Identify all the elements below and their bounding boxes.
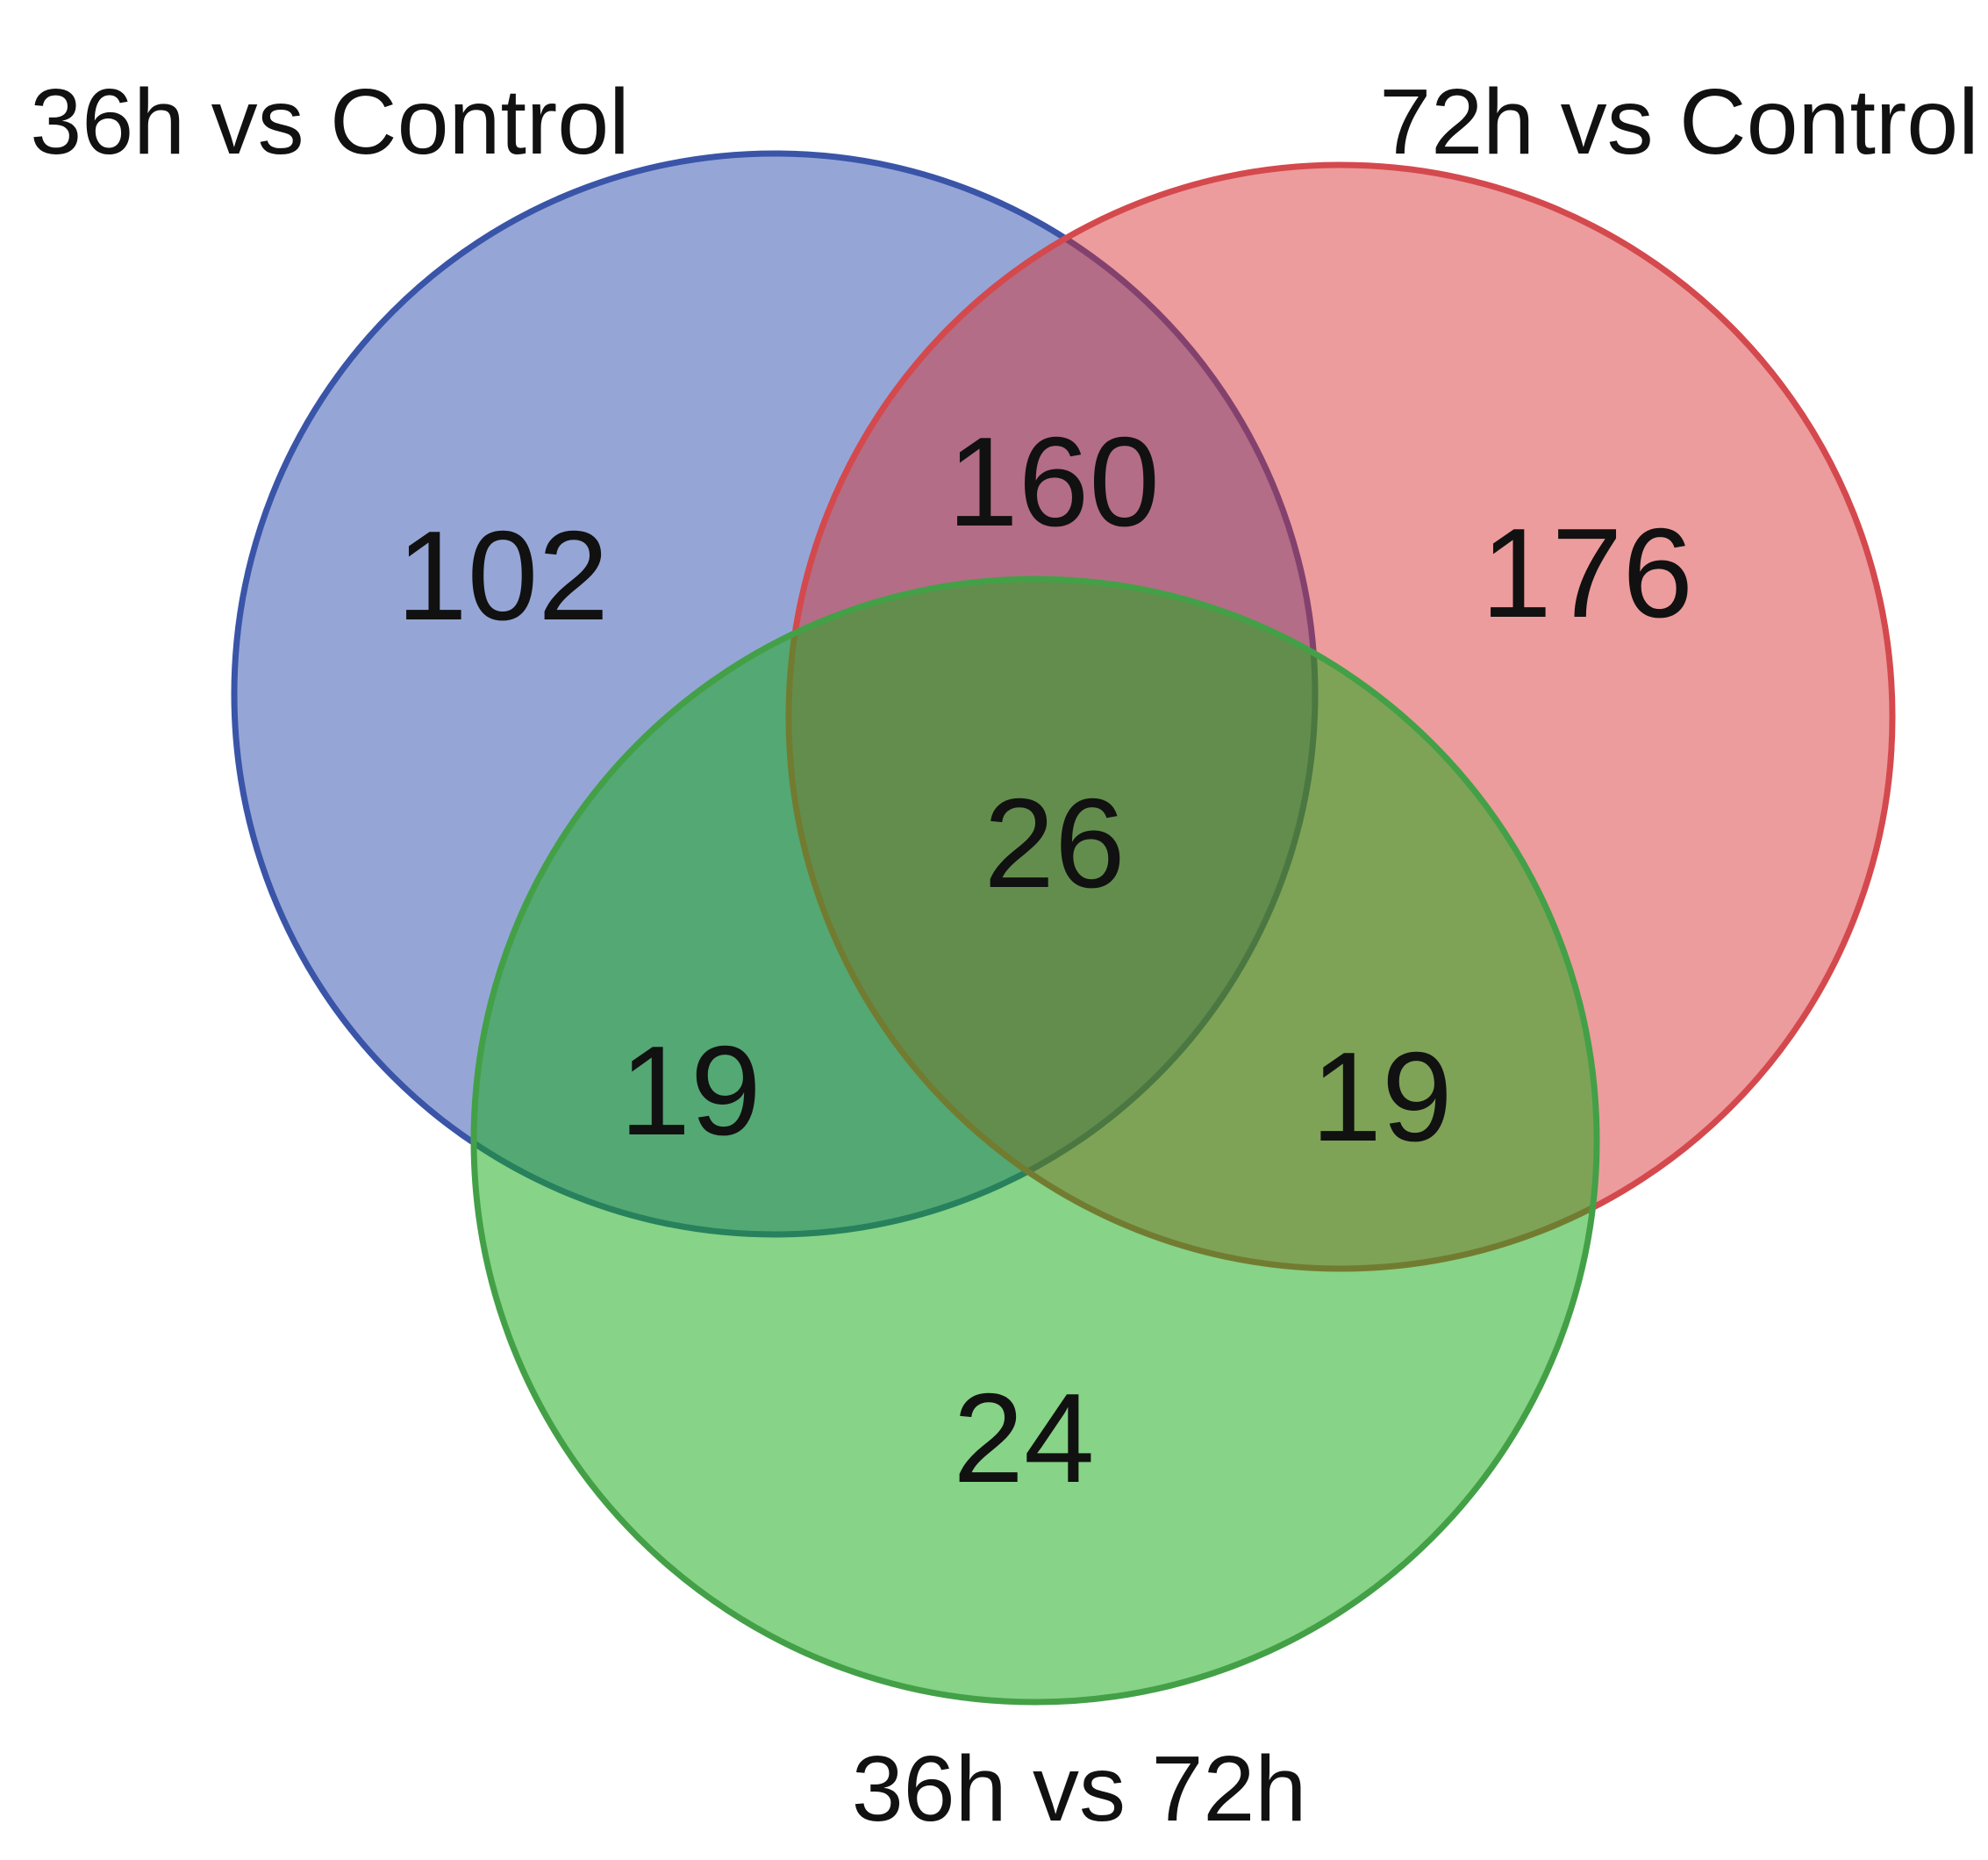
set-label-72h-vs-control: 72h vs Control <box>1379 70 1978 174</box>
count-72h-only: 176 <box>1481 502 1693 644</box>
set-label-36h-vs-control: 36h vs Control <box>30 70 629 174</box>
set-label-36h-vs-72h: 36h vs 72h <box>852 1737 1307 1841</box>
venn-circle-36h-vs-72h <box>470 576 1600 1706</box>
count-36h-only: 102 <box>397 504 609 647</box>
count-red-green-overlap: 19 <box>1311 1026 1452 1168</box>
count-blue-green-overlap: 19 <box>619 1019 761 1162</box>
count-center-all-three: 26 <box>983 772 1125 914</box>
count-blue-red-overlap: 160 <box>948 411 1160 553</box>
count-36h72h-only: 24 <box>953 1367 1094 1509</box>
